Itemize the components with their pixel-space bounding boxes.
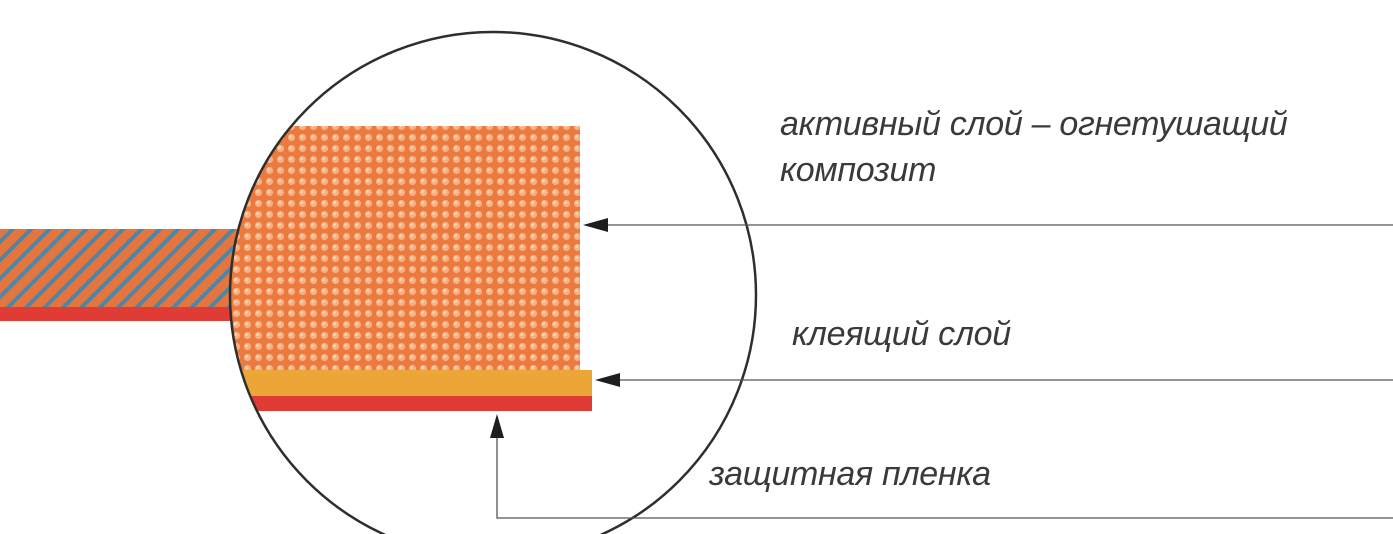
active-layer-label-line1: активный слой – огнетушащий bbox=[780, 105, 1288, 143]
adhesive-layer-label: клеящий слой bbox=[792, 315, 1011, 353]
hatched-composite-strip bbox=[0, 229, 240, 307]
active-layer-label-line2: композит bbox=[780, 151, 937, 189]
arrowhead-adhesive bbox=[595, 373, 620, 387]
protective-film-label: защитная пленка bbox=[709, 455, 991, 493]
protective-film-layer bbox=[230, 396, 592, 411]
film-strip-left bbox=[0, 307, 240, 321]
active-layer-label: активный слой – огнетушащий композит bbox=[780, 101, 1288, 193]
active-composite-layer bbox=[230, 126, 580, 370]
leader-line-film bbox=[496, 434, 1393, 519]
adhesive-layer bbox=[230, 370, 592, 396]
magnifier-circle bbox=[228, 30, 758, 534]
arrowhead-active bbox=[583, 218, 608, 232]
arrowhead-film bbox=[490, 414, 504, 438]
